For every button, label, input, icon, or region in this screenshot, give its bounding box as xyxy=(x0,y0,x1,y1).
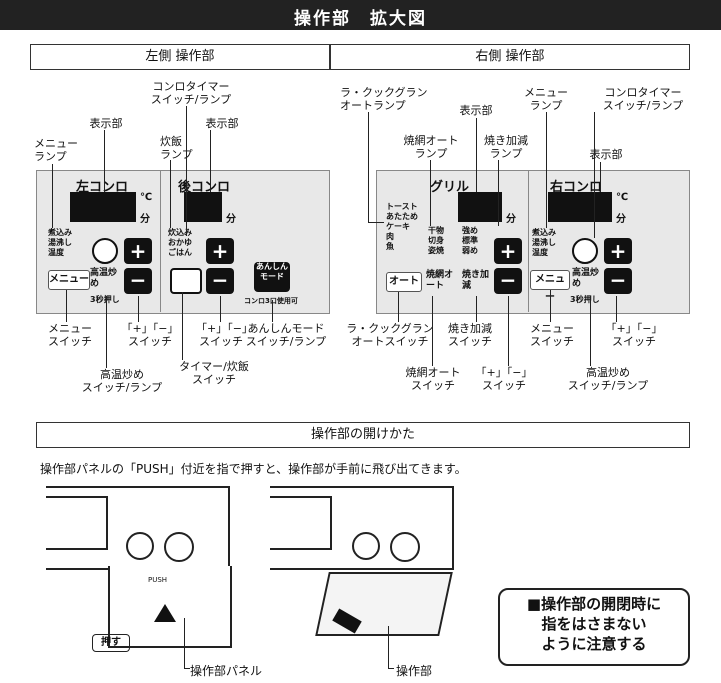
right-menu-button[interactable]: メニュー xyxy=(530,270,570,303)
right-plus-button[interactable]: + xyxy=(604,238,632,264)
push-callout: 押す xyxy=(92,634,130,652)
right-minute-unit: 分 xyxy=(616,214,626,225)
page-header: 操作部 拡大図 xyxy=(0,0,721,30)
callout-anshin: あんしんモード スイッチ/ランプ xyxy=(245,322,327,348)
knob-left-1 xyxy=(126,532,154,560)
grill-panel-title: グリル xyxy=(430,180,470,195)
left-hot-fry-sub: 3秒押し xyxy=(90,295,120,304)
callout-konro-timer-right: コンロタイマー スイッチ/ランプ xyxy=(602,86,684,112)
right-control-panel xyxy=(376,170,690,314)
right-celsius-unit: ℃ xyxy=(616,192,629,203)
callout-menu-lamp-right: メニュー ランプ xyxy=(524,86,568,112)
callout-menu-switch-left: メニュー スイッチ xyxy=(48,322,92,348)
callout-cook-auto-switch: ラ・クックグラン オートスイッチ xyxy=(346,322,434,348)
warning-callout: ■操作部の開閉時に 指をはさまない ように注意する xyxy=(498,588,690,666)
callout-hot-fry-left: 高温炒め スイッチ/ランプ xyxy=(81,368,163,394)
grill-minus-button[interactable]: − xyxy=(494,268,522,294)
right-hot-fry-sub: 3秒押し xyxy=(570,295,600,304)
cook-auto-button[interactable]: オート xyxy=(386,272,422,292)
rear-display-screen xyxy=(184,192,222,222)
left-display-screen xyxy=(70,192,136,222)
grill-display-screen xyxy=(458,192,502,222)
knob-left-2 xyxy=(164,532,194,562)
callout-menu-lamp-left: メニュー ランプ xyxy=(34,137,78,163)
callout-grill-auto-lamp: 焼網オート ランプ xyxy=(403,134,459,160)
grill-auto-button[interactable]: 焼網オート xyxy=(426,270,454,291)
panel-caption: 操作部パネル xyxy=(190,664,263,678)
minute-unit: 分 xyxy=(140,214,150,225)
callout-display-left1: 表示部 xyxy=(89,117,123,130)
anshin-sub: コンロ3口使用可 xyxy=(244,297,298,305)
arrow-up-icon xyxy=(154,604,176,622)
control-panel-cover[interactable] xyxy=(108,566,232,648)
level-lamps: 強め 標準 弱め xyxy=(462,226,478,255)
right-section-title: 右側 操作部 xyxy=(330,44,690,70)
left-hot-fry-button[interactable]: 高温炒め xyxy=(90,268,118,289)
anshin-button[interactable]: あんしんモード xyxy=(254,262,290,292)
rear-minus-button[interactable]: − xyxy=(206,268,234,294)
right-panel-title: 右コンロ xyxy=(550,180,603,195)
page-title: 操作部 拡大図 xyxy=(294,9,427,29)
left-panel-title: 左コンロ xyxy=(76,180,129,195)
callout-plus-minus-left1: 「+」「−」 スイッチ xyxy=(121,322,179,348)
grill-plus-button[interactable]: + xyxy=(494,238,522,264)
callout-konro-timer-left: コンロタイマー スイッチ/ランプ xyxy=(150,80,232,106)
left-panel-divider xyxy=(160,170,161,312)
minute-unit-2: 分 xyxy=(226,214,236,225)
callout-adjust-lamp: 焼き加減 ランプ xyxy=(484,134,528,160)
rice-lamps: 炊込み おかゆ ごはん xyxy=(168,228,192,257)
knob-right-1 xyxy=(352,532,380,560)
cook-menu-lamps: トースト あたため ケーキ 肉 魚 xyxy=(386,202,418,251)
right-minus-button[interactable]: − xyxy=(604,268,632,294)
callout-cook-auto-lamp: ラ・クックグラン オートランプ xyxy=(340,86,428,112)
callout-menu-switch-right: メニュー スイッチ xyxy=(530,322,574,348)
oven-window-left xyxy=(46,496,108,550)
unit-caption: 操作部 xyxy=(396,664,433,678)
left-section-title: 左側 操作部 xyxy=(30,44,330,70)
knob-right-2 xyxy=(390,532,420,562)
left-minus-button[interactable]: − xyxy=(124,268,152,294)
timer-clock-icon[interactable] xyxy=(92,238,118,264)
celsius-unit: ℃ xyxy=(140,192,153,203)
rear-panel-title: 後コンロ xyxy=(178,180,231,195)
right-display-screen xyxy=(548,192,612,222)
right-timer-clock-icon[interactable] xyxy=(572,238,598,264)
adjust-button[interactable]: 焼き加減 xyxy=(462,270,490,291)
open-instruction: 操作部パネルの「PUSH」付近を指で押すと、操作部が手前に飛び出てきます。 xyxy=(40,462,467,476)
callout-plus-minus-right: 「+」「−」 スイッチ xyxy=(605,322,663,348)
ejected-control-unit[interactable] xyxy=(315,572,453,636)
callout-hot-fry-right: 高温炒め スイッチ/ランプ xyxy=(567,366,649,392)
callout-rice-lamp: 炊飯 ランプ xyxy=(160,135,193,161)
left-menu-button[interactable]: メニュー xyxy=(48,270,90,290)
push-label: PUSH xyxy=(148,576,168,584)
timer-rice-icon[interactable] xyxy=(170,268,202,294)
callout-plus-minus-right2: 「+」「−」 スイッチ xyxy=(475,366,533,392)
right-panel-divider xyxy=(528,170,529,312)
left-plus-button[interactable]: + xyxy=(124,238,152,264)
callout-display-left2: 表示部 xyxy=(205,117,239,130)
oven-window-right xyxy=(270,496,332,550)
callout-grill-auto-switch: 焼網オート スイッチ xyxy=(405,366,461,392)
callout-plus-minus-left2: 「+」「−」 スイッチ xyxy=(196,322,253,348)
callout-adjust-switch: 焼き加減 スイッチ xyxy=(448,322,492,348)
left-menu-lamps: 煮込み 湯沸し 温度 xyxy=(48,228,72,257)
rear-plus-button[interactable]: + xyxy=(206,238,234,264)
callout-timer-rice: タイマー/炊飯 スイッチ xyxy=(179,360,249,386)
grill-minute-unit: 分 xyxy=(506,214,516,225)
callout-display-right2: 表示部 xyxy=(589,148,623,161)
callout-display-right1: 表示部 xyxy=(459,104,493,117)
right-menu-lamps: 煮込み 湯沸し 温度 xyxy=(532,228,556,257)
open-section-title: 操作部の開けかた xyxy=(36,422,690,448)
right-hot-fry-button[interactable]: 高温炒め xyxy=(572,268,600,289)
grill-menu-lamps: 干物 切身 姿焼 xyxy=(428,226,444,255)
